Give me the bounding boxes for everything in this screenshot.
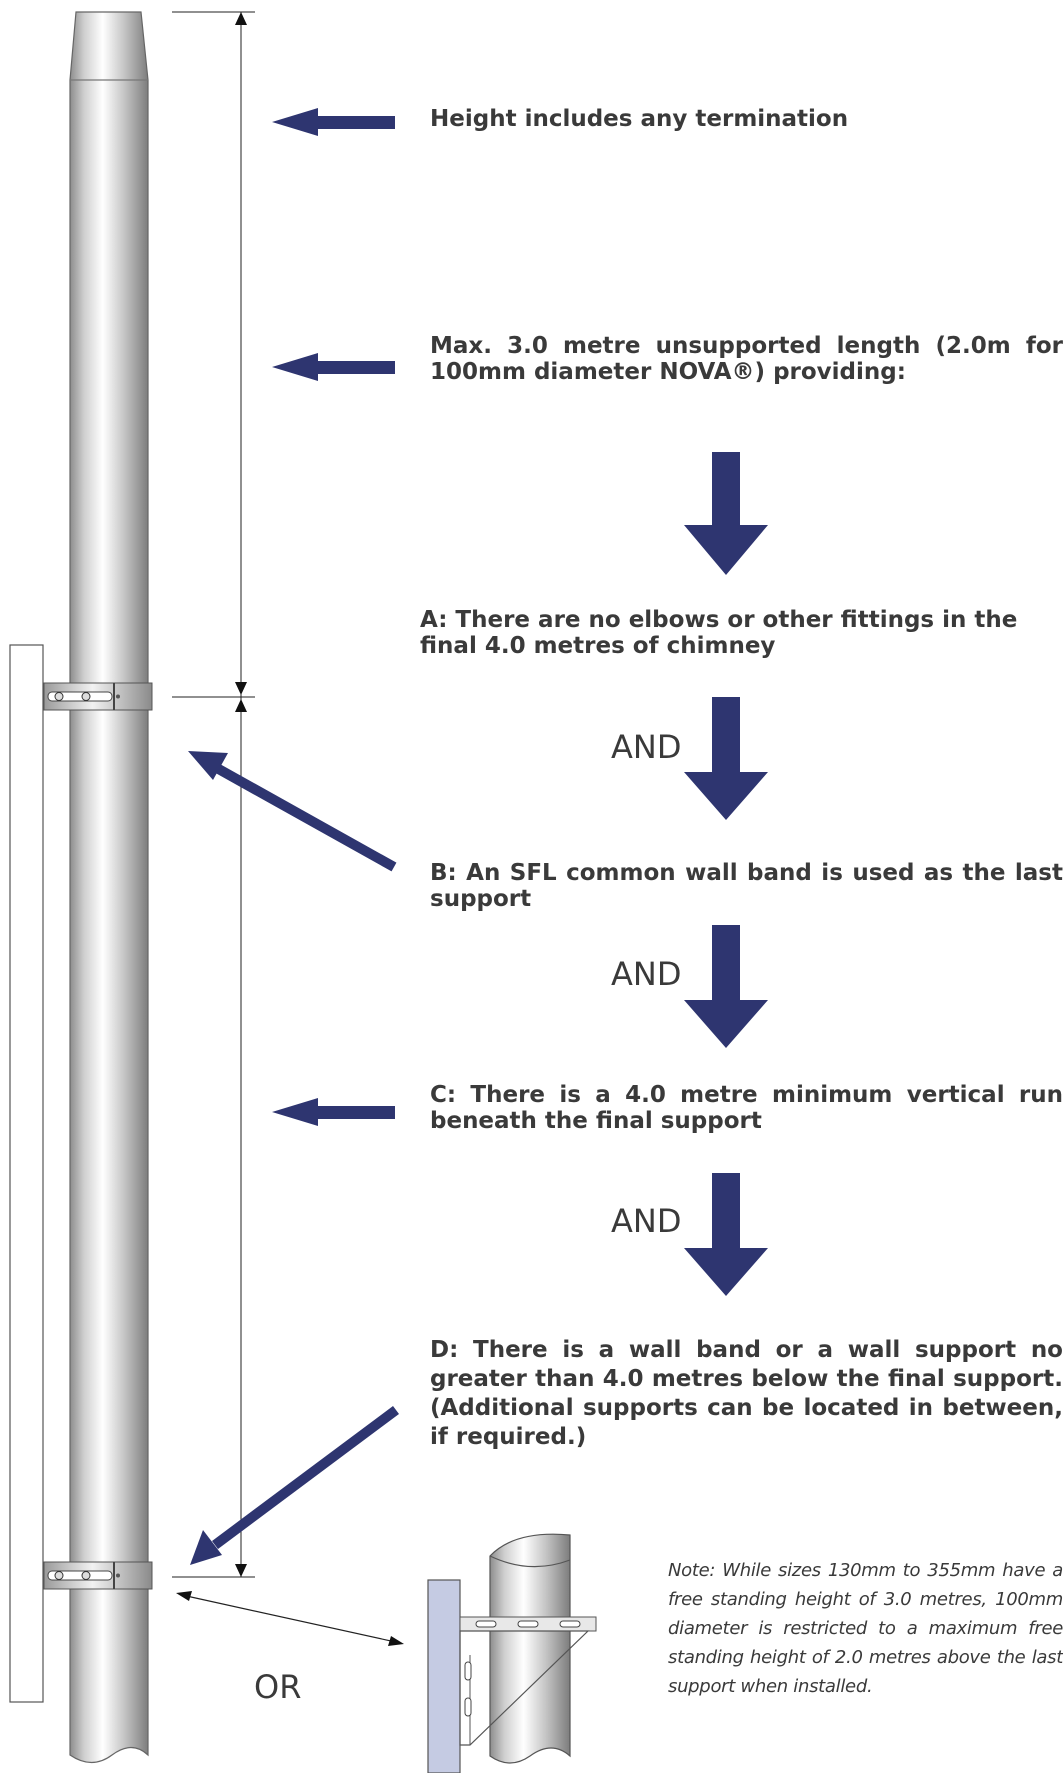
wall-plate bbox=[9, 644, 44, 1703]
max-length-label: Max. 3.0 metre unsupported length (2.0m … bbox=[430, 333, 1063, 385]
down-arrow-2 bbox=[684, 697, 768, 820]
down-arrow-1 bbox=[684, 452, 768, 575]
condition-d: D: There is a wall band or a wall suppor… bbox=[430, 1337, 1063, 1450]
wall-band-upper bbox=[43, 682, 153, 711]
chimney-pipe bbox=[69, 11, 149, 1764]
or-label: OR bbox=[254, 1668, 302, 1706]
and-label-2: AND bbox=[611, 955, 682, 993]
size-note: Note: While sizes 130mm to 355mm have a … bbox=[668, 1560, 1063, 1697]
dimension-lines bbox=[172, 11, 255, 1578]
arrow-condition-b bbox=[188, 751, 397, 872]
down-arrow-4 bbox=[684, 1173, 768, 1296]
dimension-arrowheads bbox=[235, 12, 247, 1577]
arrow-height bbox=[272, 108, 395, 136]
arrow-max-length bbox=[272, 353, 395, 381]
down-arrow-3 bbox=[684, 925, 768, 1048]
condition-b: B: An SFL common wall band is used as th… bbox=[430, 860, 1063, 912]
arrow-condition-c bbox=[272, 1098, 395, 1126]
height-note: Height includes any termination bbox=[430, 106, 849, 132]
and-label-1: AND bbox=[611, 728, 682, 766]
wall-support-detail bbox=[427, 1533, 597, 1773]
condition-c: C: There is a 4.0 metre minimum vertical… bbox=[430, 1082, 1063, 1134]
and-label-3: AND bbox=[611, 1202, 682, 1240]
or-double-arrow bbox=[176, 1591, 404, 1646]
arrow-condition-d bbox=[190, 1405, 399, 1565]
condition-a: A: There are no elbows or other fittings… bbox=[420, 607, 1018, 659]
wall-band-lower bbox=[43, 1561, 153, 1590]
